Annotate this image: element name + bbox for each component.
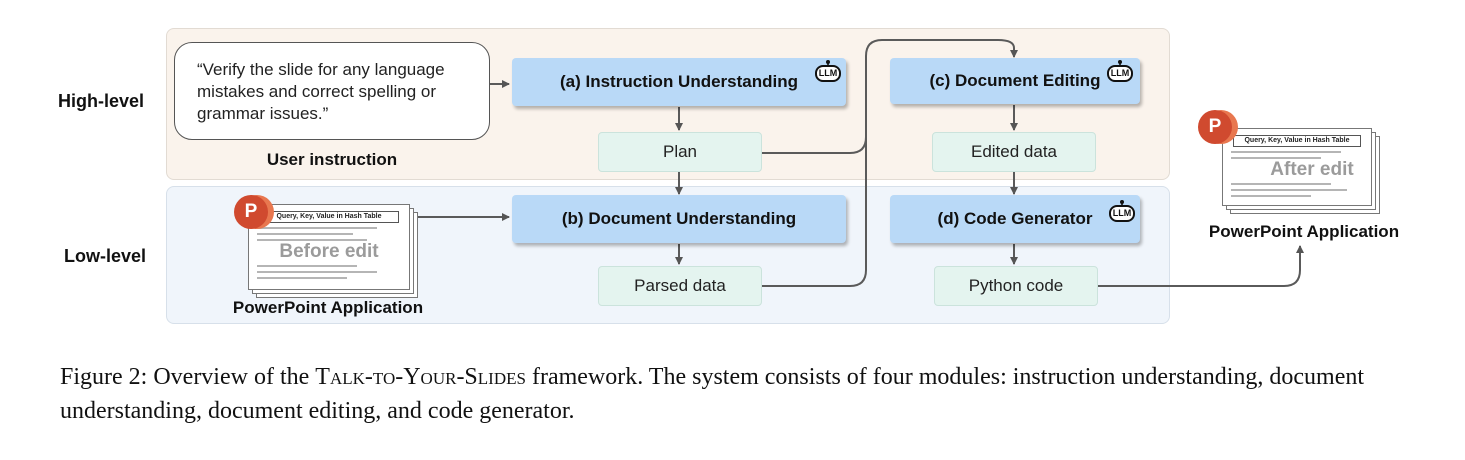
module-d-label: (d) Code Generator (937, 209, 1093, 228)
plan-label: Plan (662, 142, 698, 161)
llm-icon: LLM (1108, 199, 1136, 223)
llm-badge-label: LLM (1110, 68, 1130, 78)
slide-text-line (1231, 189, 1347, 191)
module-c-label: (c) Document Editing (929, 71, 1101, 90)
slide-before-edit: Query, Key, Value in Hash Table Before e… (248, 204, 410, 290)
python-code-box: Python code (934, 266, 1098, 306)
llm-robot-icon (1109, 200, 1135, 222)
parsed-data-box: Parsed data (598, 266, 762, 306)
slide-text-line (1231, 157, 1321, 159)
arrow-parsed-to-c (761, 56, 867, 287)
user-instruction-box: “Verify the slide for any language mista… (174, 42, 490, 140)
parsed-data-label: Parsed data (634, 276, 726, 295)
module-a-label: (a) Instruction Understanding (560, 72, 798, 91)
slide-after-edit: Query, Key, Value in Hash Table After ed… (1222, 128, 1372, 206)
module-b-label: (b) Document Understanding (561, 209, 797, 228)
module-document-understanding: (b) Document Understanding (512, 195, 846, 243)
edited-data-box: Edited data (932, 132, 1096, 172)
llm-badge-label: LLM (1112, 208, 1132, 218)
llm-badge-label: LLM (818, 68, 838, 78)
slide-text-line (1231, 151, 1341, 153)
arrow-python-to-after (1097, 245, 1304, 287)
figure-caption: Figure 2: Overview of the Talk-to-Your-S… (60, 360, 1440, 428)
powerpoint-logo-letter: P (244, 201, 258, 222)
figure-caption-suffix: framework. The system consists of four m… (60, 364, 1365, 424)
powerpoint-logo-letter: P (1208, 116, 1222, 137)
slide-text-line (257, 265, 357, 267)
slide-text-line (1231, 183, 1331, 185)
slide-text-line (257, 227, 377, 229)
ppt-before-caption: PowerPoint Application (232, 298, 424, 317)
llm-icon: LLM (1106, 59, 1134, 83)
plan-box: Plan (598, 132, 762, 172)
slide-before-title: Query, Key, Value in Hash Table (259, 211, 399, 223)
powerpoint-logo-icon: P (234, 195, 268, 229)
slide-text-line (1231, 195, 1311, 197)
figure-caption-prefix: Figure 2: Overview of the (60, 364, 316, 390)
slide-text-line (257, 233, 353, 235)
module-code-generator: (d) Code Generator (890, 195, 1140, 243)
high-level-label: High-level (58, 91, 145, 111)
python-code-label: Python code (968, 276, 1064, 295)
ppt-after-caption: PowerPoint Application (1208, 222, 1400, 241)
powerpoint-logo-icon: P (1198, 110, 1232, 144)
slide-text-line (257, 239, 367, 241)
slide-text-line (257, 277, 347, 279)
llm-robot-icon (815, 60, 841, 82)
framework-name: Talk-to-Your-Slides (315, 364, 526, 390)
llm-icon: LLM (814, 59, 842, 83)
arrow-plan-to-c (761, 39, 1018, 154)
slide-after-title: Query, Key, Value in Hash Table (1233, 135, 1361, 147)
user-instruction-text: “Verify the slide for any language mista… (197, 60, 445, 123)
edited-data-label: Edited data (970, 142, 1057, 161)
slide-text-line (257, 271, 377, 273)
after-edit-label: After edit (1270, 159, 1354, 180)
module-document-editing: (c) Document Editing (890, 58, 1140, 104)
user-instruction-caption: User instruction (266, 150, 398, 169)
module-instruction-understanding: (a) Instruction Understanding (512, 58, 846, 106)
before-edit-label: Before edit (279, 241, 379, 262)
low-level-label: Low-level (64, 246, 147, 266)
llm-robot-icon (1107, 60, 1133, 82)
